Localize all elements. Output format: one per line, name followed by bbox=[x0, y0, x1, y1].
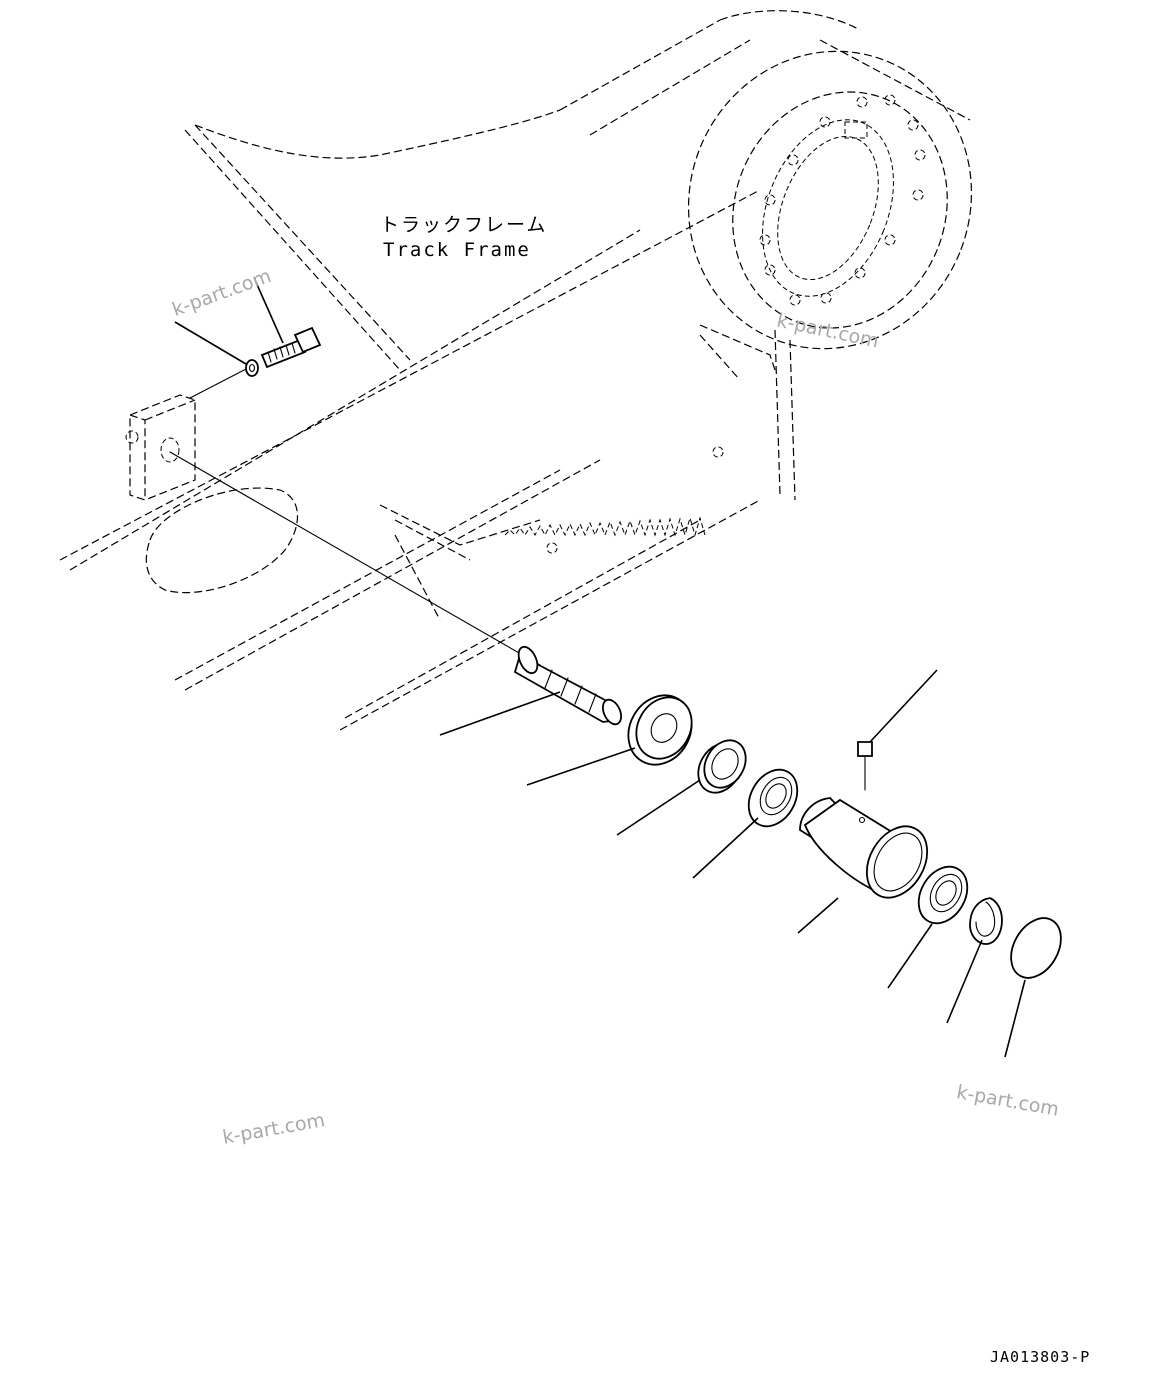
bolt-icon bbox=[260, 326, 322, 369]
track-frame-outline bbox=[59, 10, 973, 731]
bearing-icon bbox=[747, 768, 799, 828]
assembly-lines bbox=[169, 367, 541, 666]
bearing-icon bbox=[917, 865, 969, 925]
drawing-code: JA013803-P bbox=[990, 1348, 1091, 1366]
shaft-icon bbox=[513, 645, 622, 726]
grease-fitting-icon bbox=[857, 741, 873, 791]
frame-label-ja: トラックフレーム bbox=[380, 214, 548, 236]
cap-icon bbox=[1010, 917, 1062, 979]
housing-icon bbox=[799, 797, 929, 899]
snap-ring-icon bbox=[969, 897, 1003, 945]
washer-icon bbox=[245, 359, 259, 377]
leader-lines bbox=[174, 279, 1026, 1058]
frame-label-en: Track Frame bbox=[383, 239, 531, 261]
seal-icon bbox=[627, 694, 693, 766]
seal-icon bbox=[697, 739, 747, 794]
